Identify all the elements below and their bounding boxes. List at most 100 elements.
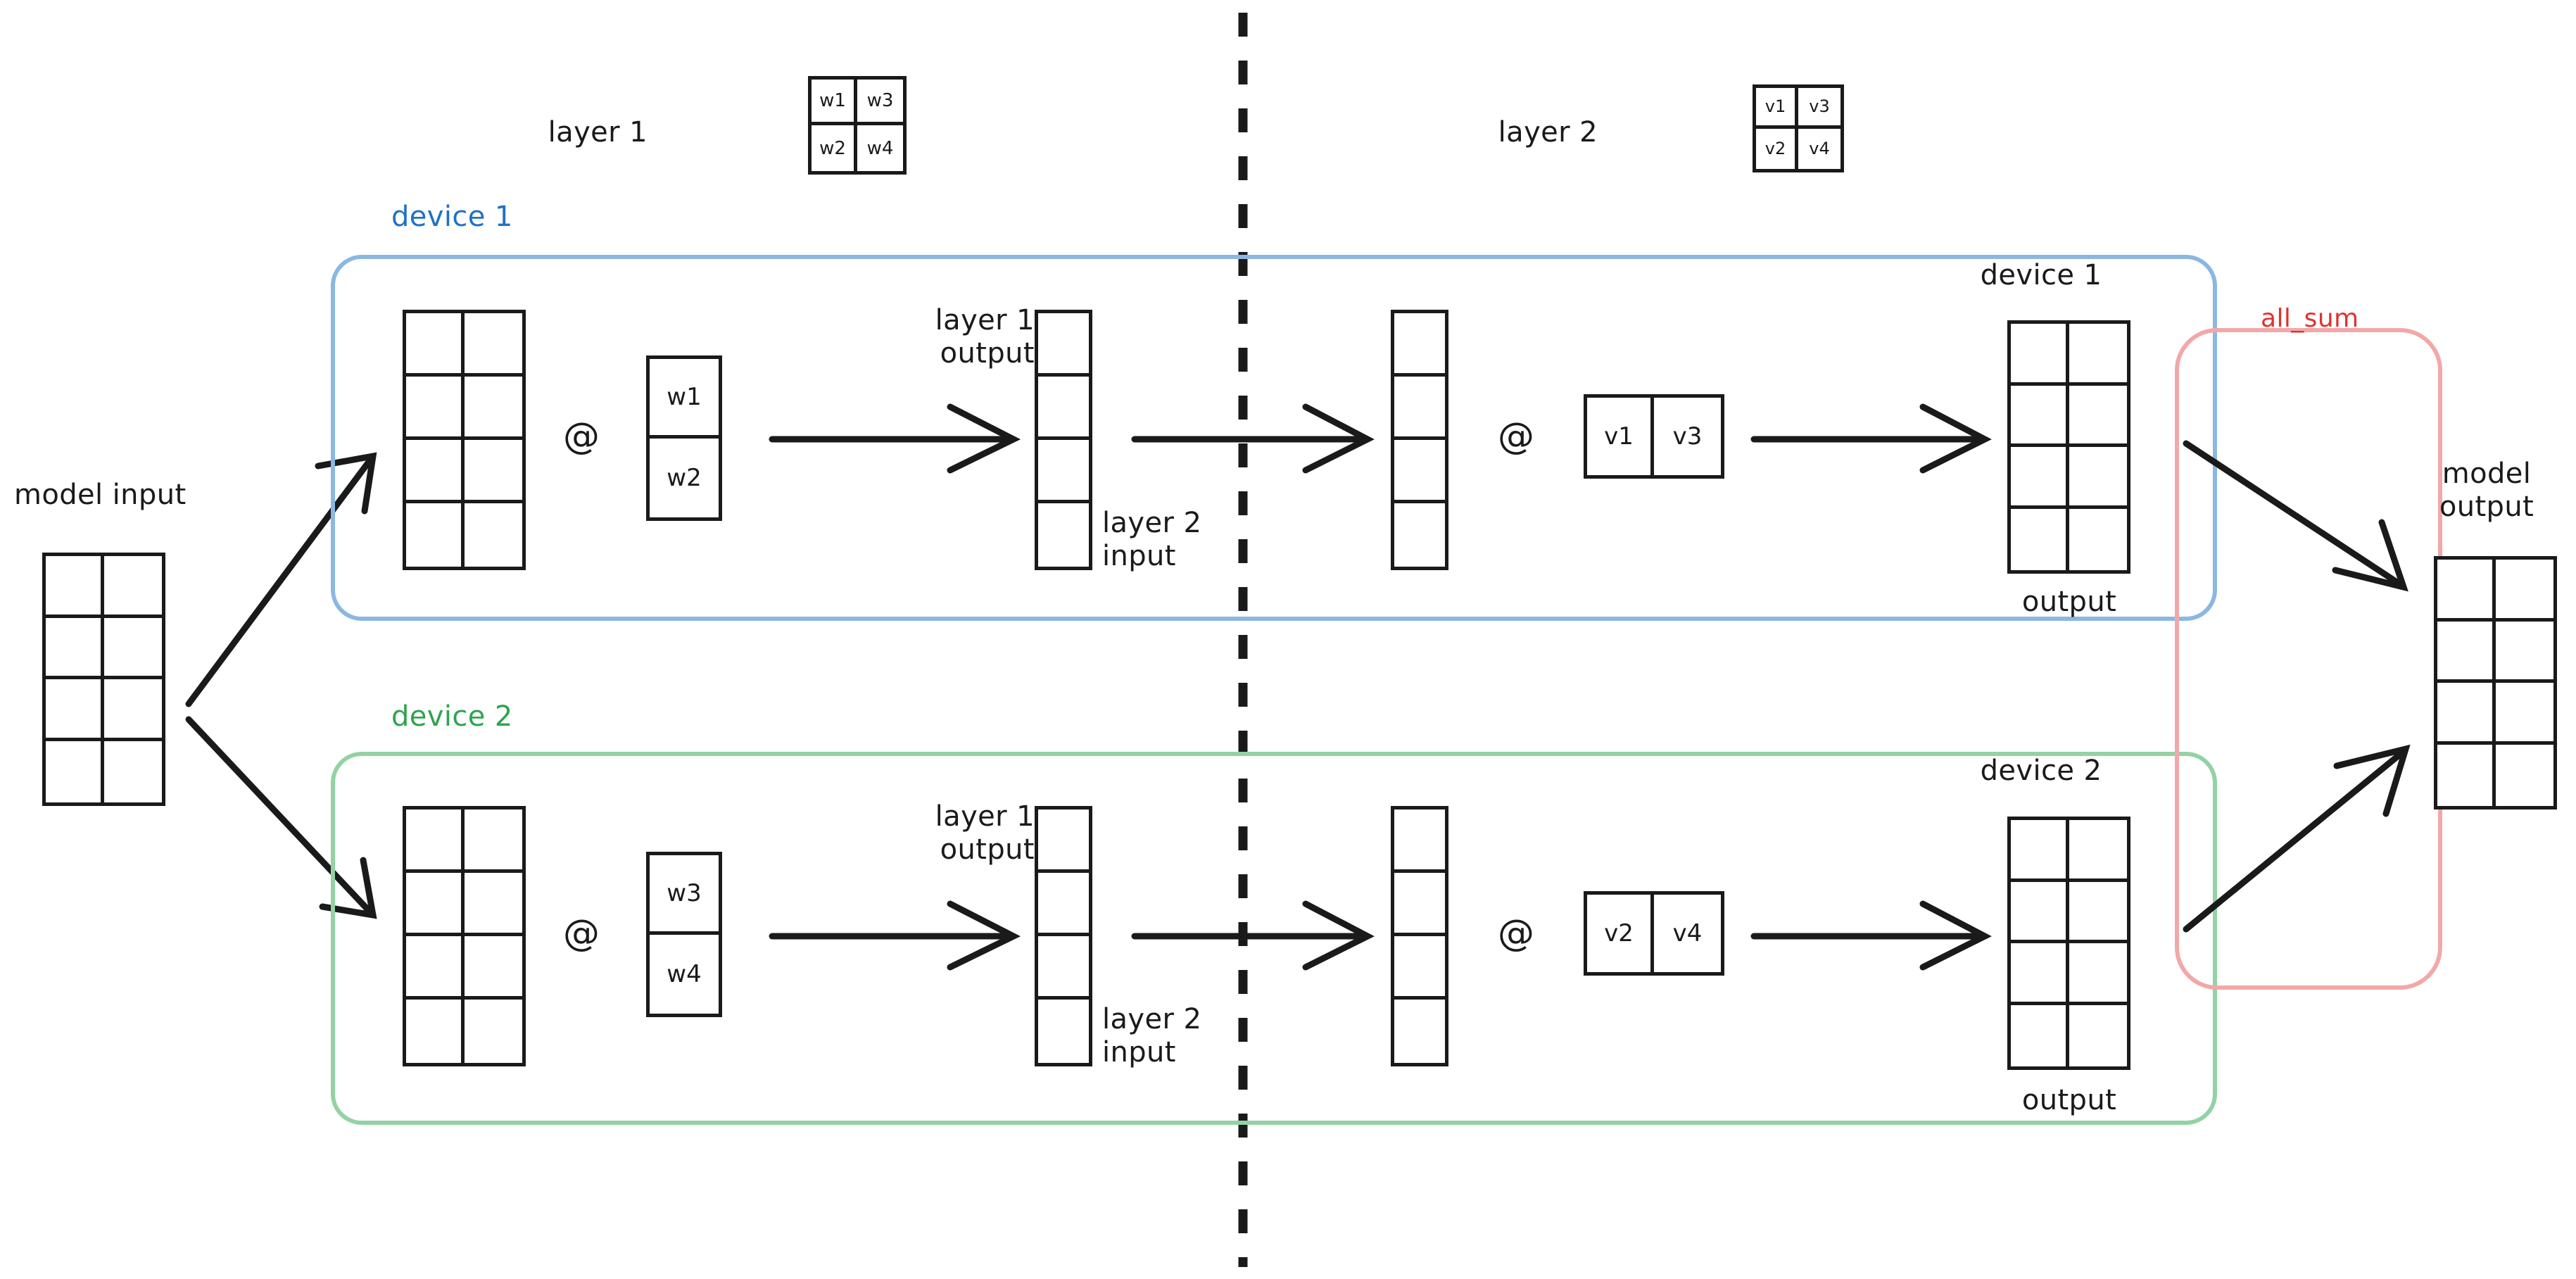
cell-v1: v1 [1756, 88, 1798, 129]
device-1-layer1-output-column [1035, 310, 1092, 570]
cell-v2: v2 [1756, 128, 1798, 169]
cell [1038, 873, 1089, 936]
device-2-layer2-input-column [1391, 806, 1448, 1066]
cell-v3: v3 [1672, 422, 1703, 451]
all-sum-label: all_sum [2261, 304, 2359, 333]
cell [1038, 377, 1089, 440]
cell-v4: v4 [1809, 139, 1830, 159]
device-2-output-label: output [2021, 1084, 2117, 1116]
cell [406, 936, 465, 1000]
cell [1038, 313, 1089, 377]
device-2-output-matrix [2007, 817, 2130, 1070]
cell [1394, 1000, 1445, 1063]
cell [2011, 943, 2069, 1005]
device-1-label: device 1 [391, 201, 513, 233]
device-1-input-matrix [403, 310, 526, 570]
device-1-layer2-input-column [1391, 310, 1448, 570]
cell-v4: v4 [1672, 919, 1703, 947]
cell-v2: v2 [1587, 895, 1654, 972]
cell [1394, 313, 1445, 377]
cell [103, 679, 162, 741]
model-input-label: model input [14, 479, 187, 511]
cell [406, 809, 465, 873]
cell [46, 679, 104, 741]
cell [2069, 509, 2128, 571]
model-input-matrix [42, 553, 165, 806]
device-2-layer1-output-label: layer 1 output [935, 800, 1035, 867]
cell [2437, 560, 2496, 622]
device-2-layer1-output-column [1035, 806, 1092, 1066]
cell [464, 936, 522, 1000]
cell [464, 440, 522, 503]
cell [465, 503, 523, 567]
cell [2496, 745, 2554, 807]
cell [464, 377, 522, 440]
cell [406, 440, 465, 503]
cell [406, 377, 465, 440]
cell [46, 556, 104, 618]
cell-w4: w4 [667, 959, 702, 988]
cell [2437, 683, 2496, 745]
device-2-layer1-weight-shard: w3 w4 [646, 852, 722, 1017]
device-1-layer1-output-label: layer 1 output [935, 304, 1035, 370]
cell [1394, 873, 1445, 936]
cell [1394, 440, 1445, 503]
cell [406, 313, 465, 377]
device-1-layer2-weight-shard: v1 v3 [1584, 394, 1724, 479]
cell [2069, 1005, 2128, 1067]
cell [2495, 560, 2553, 622]
cell [103, 556, 162, 618]
cell [2069, 943, 2127, 1005]
device-2-output-owner-label: device 2 [1980, 755, 2102, 787]
cell [104, 741, 163, 803]
layer-1-weight-matrix: w1 w3 w2 w4 [808, 76, 907, 175]
cell [1394, 503, 1445, 567]
cell [406, 1000, 465, 1063]
cell [464, 313, 522, 377]
cell [2069, 820, 2127, 882]
cell [2495, 622, 2553, 683]
cell [465, 1000, 523, 1063]
cell [2011, 447, 2069, 509]
device-1-output-matrix [2007, 320, 2130, 574]
cell-w3: w3 [857, 80, 903, 125]
cell [2437, 744, 2496, 806]
cell [406, 503, 465, 567]
device-2-container [331, 752, 2217, 1125]
device-2-label: device 2 [391, 700, 513, 733]
cell [464, 873, 522, 936]
cell [2011, 820, 2069, 882]
device-1-output-owner-label: device 1 [1980, 259, 2102, 291]
cell-w4: w4 [866, 137, 894, 159]
cell-v3: v3 [1798, 88, 1841, 129]
cell [2069, 882, 2127, 943]
cell [1038, 1000, 1089, 1063]
cell-w2: w2 [812, 125, 857, 171]
device-1-output-label: output [2021, 586, 2117, 618]
model-output-label: model output [2439, 458, 2534, 524]
cell [1038, 809, 1089, 873]
matmul-operator-d1-l1: @ [563, 415, 600, 458]
cell [464, 809, 522, 873]
layer-2-label: layer 2 [1498, 116, 1598, 149]
cell [1038, 936, 1089, 1000]
cell [2069, 447, 2127, 509]
device-1-container [331, 255, 2217, 621]
cell [2437, 621, 2496, 683]
cell [2495, 683, 2553, 745]
device-2-layer2-weight-shard: v2 v4 [1584, 891, 1724, 976]
matmul-operator-d2-l2: @ [1498, 912, 1534, 954]
device-1-layer2-input-label: layer 2 input [1102, 507, 1202, 573]
layer-2-weight-matrix: v1 v3 v2 v4 [1753, 84, 1844, 172]
cell-w2: w2 [667, 463, 702, 492]
cell [2011, 385, 2069, 447]
cell [103, 618, 162, 679]
cell [46, 741, 104, 802]
matmul-operator-d2-l1: @ [563, 912, 600, 954]
all-sum-container [2175, 328, 2442, 990]
cell [2011, 324, 2069, 386]
cell [1394, 377, 1445, 440]
matmul-operator-d1-l2: @ [1498, 415, 1534, 458]
cell [2069, 324, 2127, 386]
